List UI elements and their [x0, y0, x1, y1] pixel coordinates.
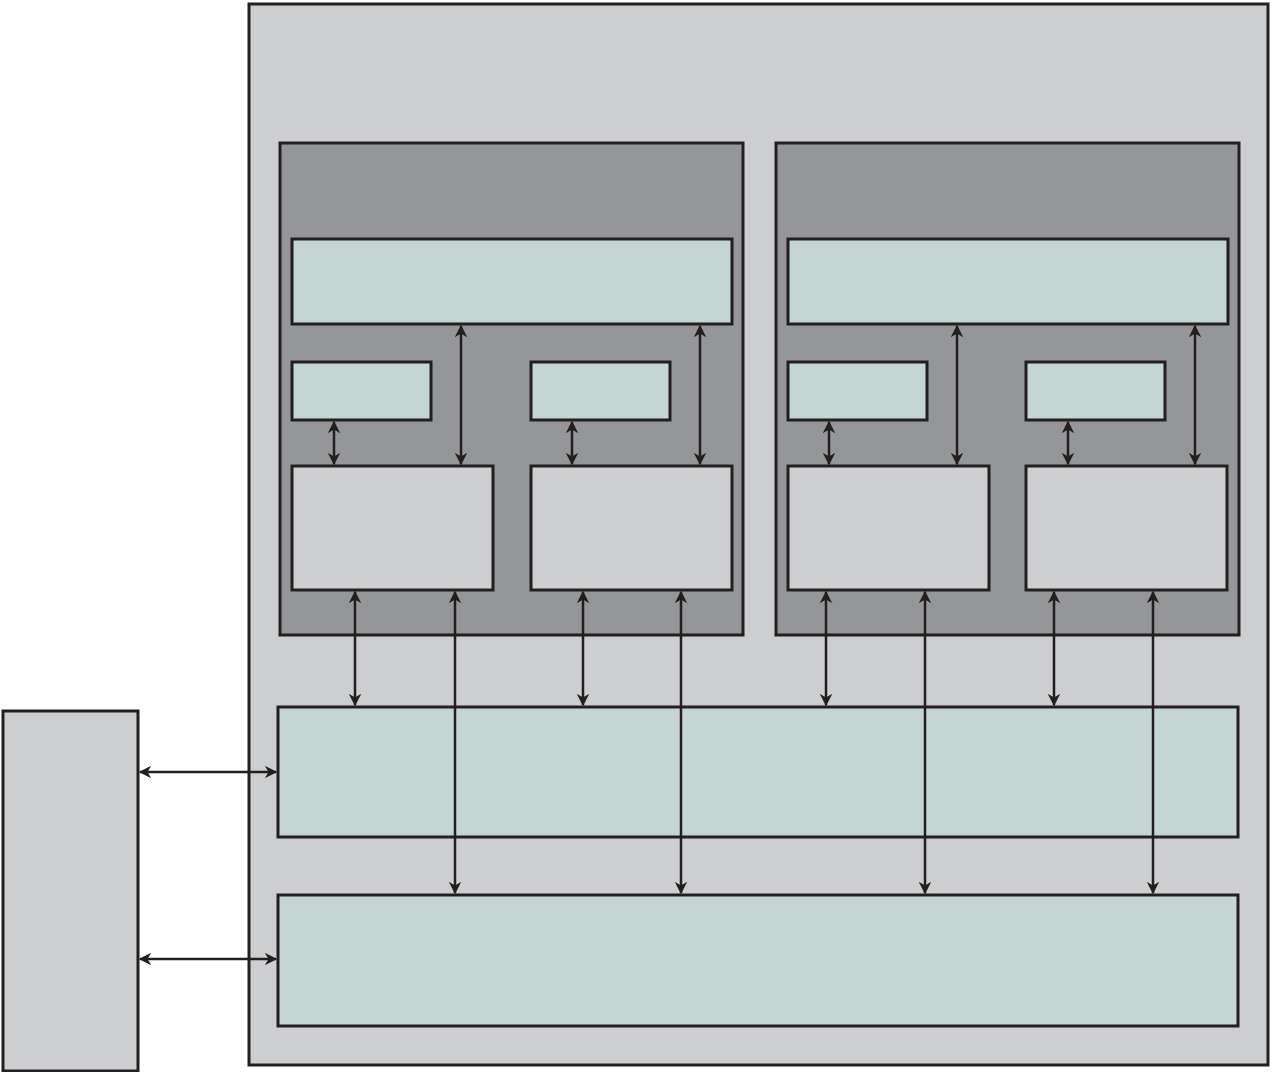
- cluster-1-core-2: [529, 464, 734, 592]
- cluster-1-shared-cache: [290, 237, 734, 326]
- cluster-2-core-1-cache: [786, 360, 929, 422]
- cluster-1-core-2-cache: [529, 360, 672, 422]
- cluster-2-core-1: [786, 464, 991, 592]
- cluster-2-core-2: [1024, 464, 1229, 592]
- cluster-2: [774, 141, 1241, 637]
- cluster-1: [278, 141, 745, 637]
- upper-bus: [276, 705, 1240, 839]
- cluster-1-core-1: [290, 464, 495, 592]
- arrows: [138, 324, 1202, 966]
- cluster-1-core-1-cache: [290, 360, 433, 422]
- cluster-2-shared-cache: [786, 237, 1230, 326]
- external-block: [1, 709, 140, 1072]
- cluster-2-core-2-cache: [1024, 360, 1167, 422]
- lower-bus: [276, 893, 1240, 1028]
